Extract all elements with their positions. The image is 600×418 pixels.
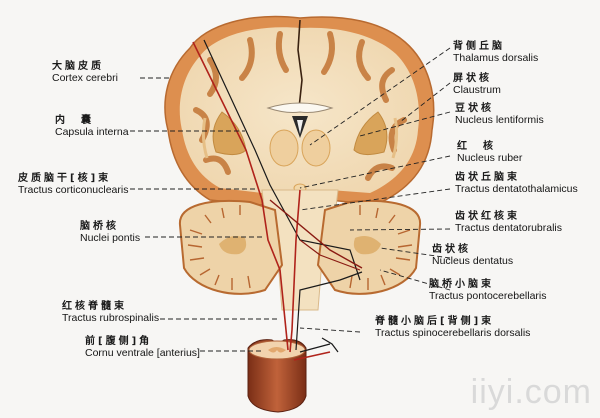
label-en: Tractus corticonuclearis — [18, 184, 129, 196]
label-en: Tractus pontocerebellaris — [429, 290, 547, 302]
label-tractus-corticonuclearis: 皮质脑干[核]束 Tractus corticonuclearis — [18, 174, 128, 196]
label-tractus-pontocerebellaris: 脑桥小脑束 Tractus pontocerebellaris — [429, 280, 547, 302]
label-nucleus-dentatus: 齿状核 Nucleus dentatus — [432, 245, 513, 267]
label-zh: 红 核 — [457, 141, 496, 152]
label-zh: 红核脊髓束 — [62, 301, 127, 312]
watermark: iiyi.com — [470, 373, 592, 411]
label-en: Nucleus lentiformis — [455, 114, 544, 126]
label-en: Nucleus dentatus — [432, 255, 514, 267]
tracts — [192, 39, 363, 361]
label-en: Tractus rubrospinalis — [62, 312, 160, 324]
label-en: Cornu ventrale [anterius] — [85, 347, 200, 359]
label-zh: 皮质脑干[核]束 — [18, 173, 112, 184]
label-zh: 脑桥核 — [80, 221, 119, 232]
label-zh: 前[腹侧]角 — [85, 336, 153, 347]
label-zh: 齿状红核束 — [455, 211, 520, 222]
label-tractus-spinocerebellaris-dorsalis: 脊髓小脑后[背侧]束 Tractus spinocerebellaris dor… — [375, 317, 530, 339]
label-zh: 脑桥小脑束 — [429, 279, 494, 290]
label-zh: 齿状丘脑束 — [455, 172, 520, 183]
label-en: Tractus spinocerebellaris dorsalis — [375, 327, 531, 339]
label-en: Nuclei pontis — [80, 232, 141, 244]
label-zh: 齿状核 — [432, 244, 471, 255]
label-tractus-rubrospinalis: 红核脊髓束 Tractus rubrospinalis — [62, 302, 159, 324]
label-nuclei-pontis: 脑桥核 Nuclei pontis — [80, 222, 140, 244]
leader-lines — [130, 47, 451, 352]
label-capsula-interna: 内 囊 Capsula interna — [55, 116, 129, 138]
label-en: Tractus dentatorubralis — [455, 222, 562, 234]
label-tractus-dentatorubralis: 齿状红核束 Tractus dentatorubralis — [455, 212, 562, 234]
label-cortex-cerebri: 大脑皮质 Cortex cerebri — [52, 62, 118, 84]
label-en: Thalamus dorsalis — [453, 52, 539, 64]
label-zh: 脊髓小脑后[背侧]束 — [375, 316, 495, 327]
label-zh: 内 囊 — [55, 115, 94, 126]
label-claustrum: 屏状核 Claustrum — [453, 74, 501, 96]
label-en: Nucleus ruber — [457, 152, 523, 164]
label-zh: 豆状核 — [455, 103, 494, 114]
label-en: Cortex cerebri — [52, 72, 118, 84]
cerebrum — [164, 15, 435, 206]
label-zh: 屏状核 — [453, 73, 492, 84]
spinal-cord — [247, 339, 307, 413]
label-thalamus-dorsalis: 背侧丘脑 Thalamus dorsalis — [453, 42, 538, 64]
cerebellum — [178, 199, 422, 295]
label-cornu-ventrale: 前[腹侧]角 Cornu ventrale [anterius] — [85, 337, 200, 359]
label-zh: 背侧丘脑 — [453, 41, 505, 52]
label-en: Capsula interna — [55, 126, 129, 138]
label-en: Claustrum — [453, 84, 501, 96]
label-zh: 大脑皮质 — [52, 61, 104, 72]
label-tractus-dentatothalamicus: 齿状丘脑束 Tractus dentatothalamicus — [455, 173, 578, 195]
label-nucleus-ruber: 红 核 Nucleus ruber — [457, 142, 522, 164]
label-en: Tractus dentatothalamicus — [455, 183, 578, 195]
label-nucleus-lentiformis: 豆状核 Nucleus lentiformis — [455, 104, 544, 126]
